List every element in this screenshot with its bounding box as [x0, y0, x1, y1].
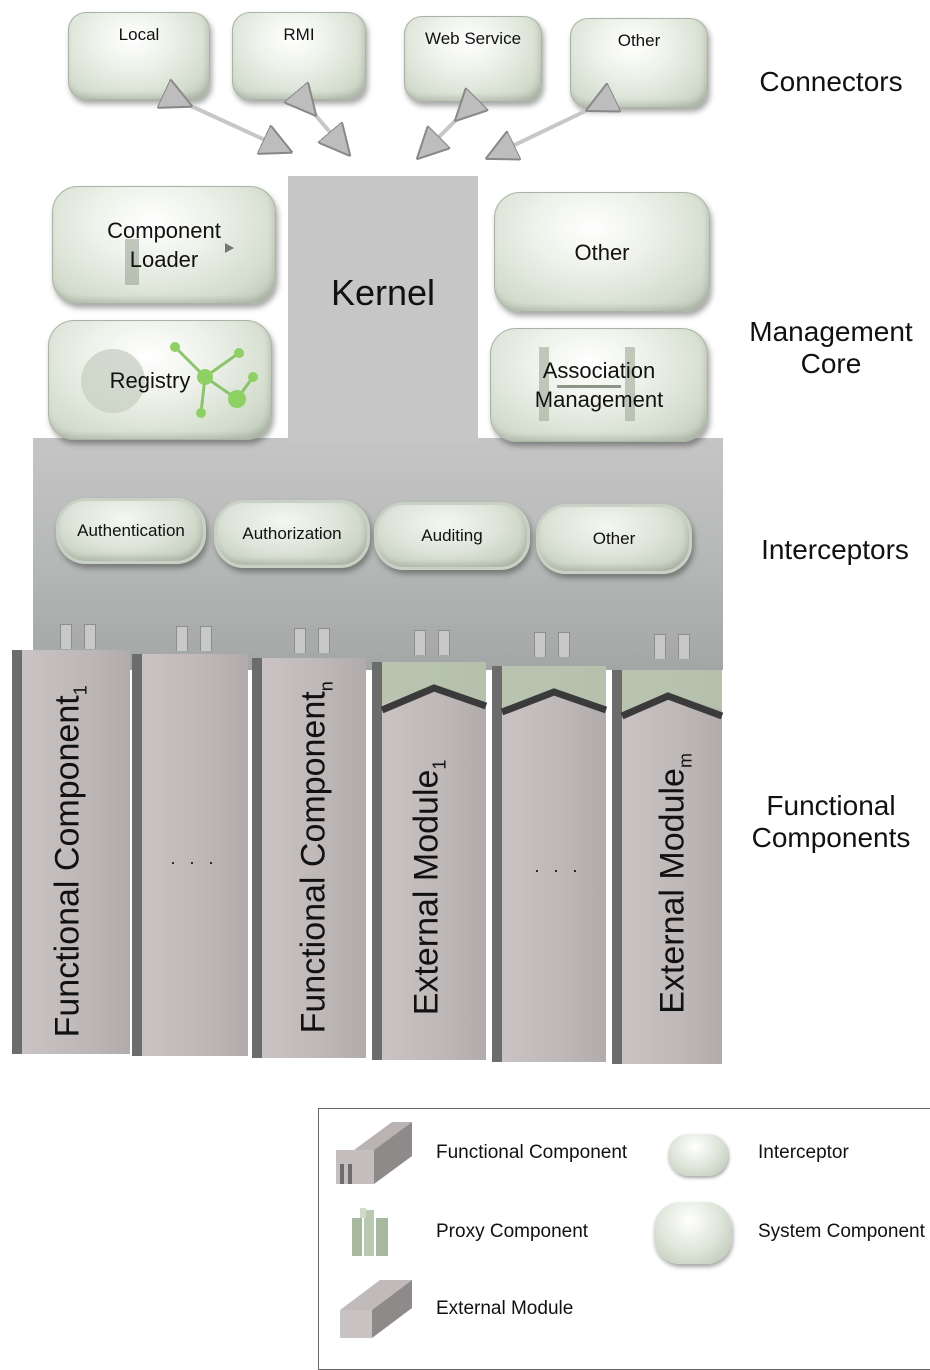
legend-interceptor-text: Interceptor [758, 1142, 849, 1163]
tab [176, 626, 188, 651]
interceptor-authorization-label: Authorization [242, 524, 342, 543]
column-sub: m [675, 753, 696, 769]
column-label-external-module-m: External Modulem [654, 738, 697, 1028]
connector-local: Local [68, 12, 210, 100]
tab [60, 624, 72, 649]
connector-local-label: Local [118, 25, 160, 44]
proxy-cap-3 [620, 670, 724, 720]
column-label-functional-component-1: Functional Component1 [48, 685, 92, 1038]
functional-components-line2: Components [751, 822, 911, 853]
association-line1: Association [542, 358, 656, 383]
legend-external-module-icon [340, 1280, 412, 1338]
column-text: External Module [653, 768, 692, 1014]
tab [318, 628, 330, 653]
legend-functional-component-icon [336, 1122, 412, 1184]
core-other-box: Other [494, 192, 710, 312]
connector-rmi-label: RMI [283, 25, 315, 44]
management-core-line1: Management [749, 316, 913, 347]
tab [654, 634, 666, 659]
legend-system-component-icon [654, 1202, 732, 1264]
interceptor-other-label: Other [592, 529, 636, 548]
arrow-rmi [306, 104, 340, 144]
tab [438, 630, 450, 655]
component-loader-line1: Component [107, 218, 221, 243]
proxy-caps [380, 662, 724, 720]
loader-arrowhead-icon [225, 243, 234, 253]
component-loader-box: Component Loader [52, 186, 276, 304]
interceptor-auditing-label: Auditing [421, 526, 483, 545]
column-sub: n [316, 681, 337, 692]
column-functional-component-dots [142, 654, 248, 1056]
registry-network-icon [170, 342, 258, 418]
interceptor-auditing: Auditing [374, 502, 530, 570]
arrow-web-service [428, 110, 466, 148]
connector-other-label: Other [617, 31, 661, 50]
core-other-label: Other [574, 239, 630, 265]
column-functional-component-1 [22, 650, 130, 1054]
column-sub: 1 [70, 685, 91, 696]
column-external-module-dots [502, 666, 606, 1062]
tab [200, 626, 212, 651]
management-core-line2: Core [800, 348, 862, 379]
tab [534, 632, 546, 657]
connector-arrows [0, 0, 930, 170]
tab [294, 628, 306, 653]
column-label-dots-1: · · · [170, 852, 218, 872]
association-management-box: Association Management [490, 328, 708, 442]
connector-web-service-label: Web Service [424, 29, 522, 48]
interceptor-authentication-label: Authentication [77, 521, 185, 540]
legend-system-component-text: System Component [758, 1221, 925, 1242]
interceptor-authorization: Authorization [214, 500, 370, 568]
column-text: External Module [407, 769, 446, 1016]
interceptor-authentication: Authentication [56, 498, 206, 564]
tab [84, 624, 96, 649]
interceptors-label: Interceptors [761, 534, 909, 565]
component-loader-line2: Loader [129, 247, 199, 272]
management-core-label: Management Core [736, 316, 926, 380]
kernel-label: Kernel [330, 272, 436, 313]
proxy-cap-2 [500, 666, 608, 716]
registry-circle-icon [81, 349, 145, 413]
association-arrow-icon [557, 385, 621, 388]
legend-proxy-component-icon [352, 1208, 388, 1256]
registry-label: Registry [109, 367, 191, 393]
column-sub: 1 [429, 759, 450, 770]
tab [414, 630, 426, 655]
kernel-block [288, 176, 478, 444]
column-functional-component-n [262, 658, 366, 1058]
legend-interceptor-icon [668, 1134, 728, 1176]
column-label-dots-2: · · · [534, 860, 582, 880]
column-text: Functional Component [294, 691, 333, 1034]
legend-external-module-text: External Module [436, 1298, 574, 1319]
arrow-local [178, 100, 278, 146]
association-line2: Management [534, 387, 664, 412]
registry-box: Registry [48, 320, 272, 440]
proxy-cap-1 [380, 662, 488, 714]
legend-functional-component-text: Functional Component [436, 1142, 628, 1163]
loader-arrow-icon [125, 239, 139, 285]
interceptor-other: Other [536, 504, 692, 574]
column-external-module-m [622, 670, 722, 1064]
functional-components-line1: Functional [766, 790, 896, 821]
association-bar-right-icon [625, 347, 635, 421]
column-label-external-module-1: External Module1 [408, 742, 451, 1032]
functional-components-label: Functional Components [736, 790, 926, 854]
tab [558, 632, 570, 657]
legend [318, 1108, 930, 1370]
tab [678, 634, 690, 659]
column-text: Functional Component [48, 695, 87, 1038]
column-label-functional-component-n: Functional Componentn [294, 681, 338, 1034]
association-bar-left-icon [539, 347, 549, 421]
column-external-module-1 [382, 662, 486, 1060]
legend-proxy-component-text: Proxy Component [436, 1221, 589, 1242]
connectors-label: Connectors [759, 66, 903, 97]
arrow-other [500, 104, 600, 152]
